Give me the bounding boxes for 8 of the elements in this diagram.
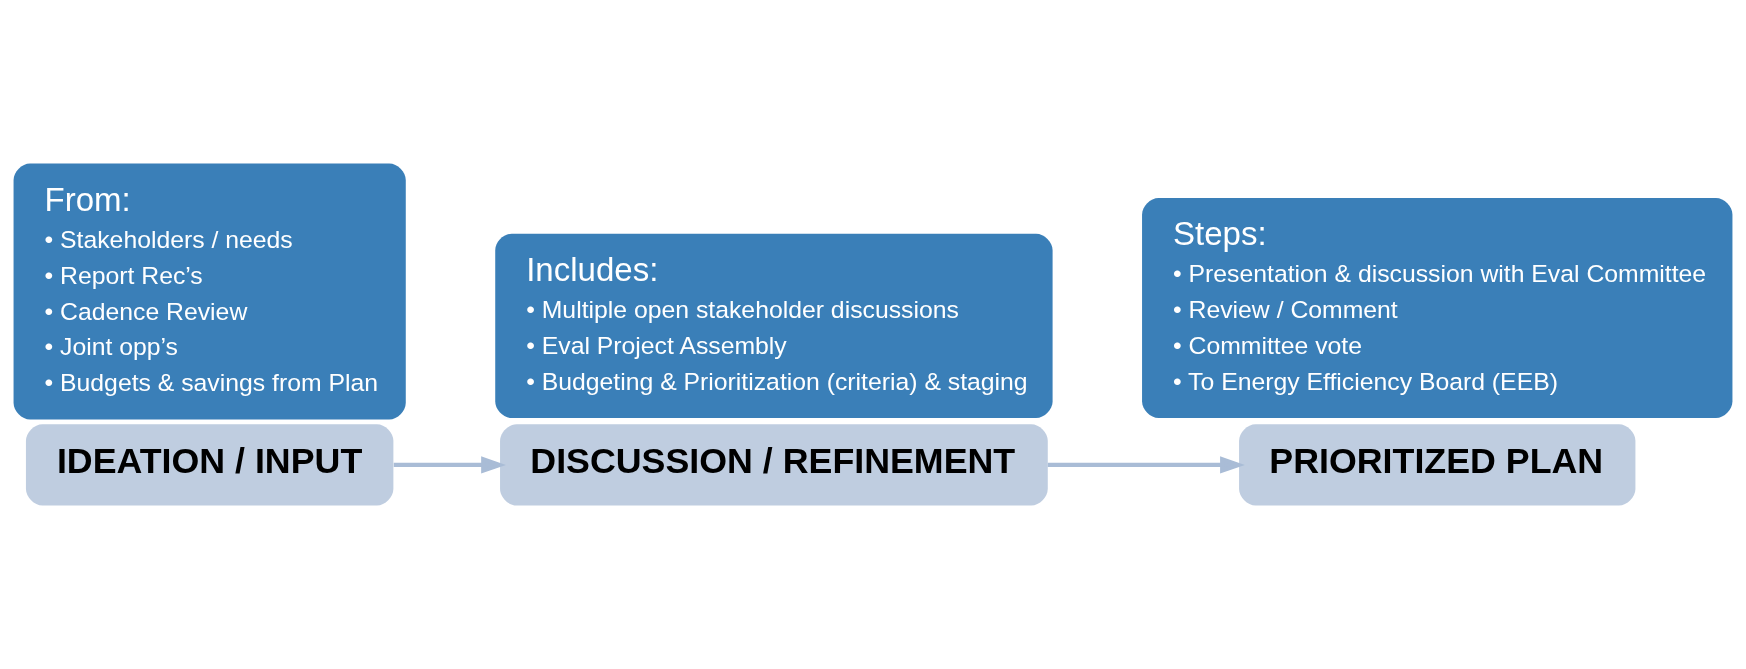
node-box: PRIORITIZED PLAN xyxy=(1239,424,1636,506)
arrow xyxy=(1047,456,1245,474)
node-box: IDEATION / INPUT xyxy=(25,424,394,506)
node-box: Includes: • Multiple open stakeholder discussions • Eval Project Assembly • Budgeting & Prioritization (criteria) & staging xyxy=(495,233,1053,419)
node-box: DISCUSSION / REFINEMENT xyxy=(500,424,1048,506)
node-box: Steps: • Presentation & discussion with Eval Committee • Review / Comment • Committee vote • To Energy Efficiency Board (EEB) xyxy=(1142,197,1733,419)
arrow xyxy=(393,456,506,474)
node-box: From: • Stakeholders / needs • Report Rec’s • Cadence Review • Joint opp’s • Budgets & savings from Plan xyxy=(13,163,406,420)
